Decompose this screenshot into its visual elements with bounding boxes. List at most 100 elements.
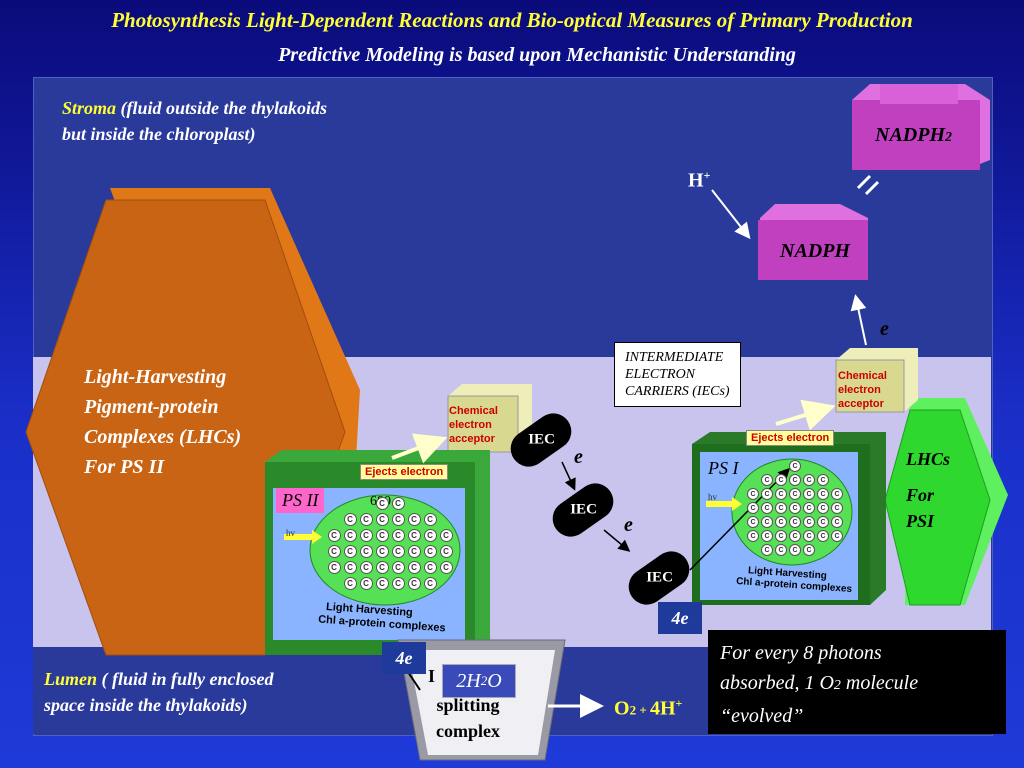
- chlorophyll-dot: C: [407, 528, 421, 542]
- product-h: 4H: [649, 697, 676, 720]
- chlorophyll-dot: C: [803, 516, 815, 528]
- stroma-word: Stroma: [62, 98, 117, 118]
- chlorophyll-dot: C: [391, 512, 405, 526]
- chlorophyll-dot: C: [327, 560, 341, 574]
- iec-legend-line-1: INTERMEDIATE: [625, 350, 724, 365]
- chlorophyll-dot: C: [761, 474, 773, 486]
- ps2-ejects-electron: Ejects electron: [360, 464, 449, 480]
- ps2-hv-label: hv: [286, 528, 295, 538]
- chlorophyll-dot: C: [803, 502, 815, 514]
- chlorophyll-dot: C: [343, 560, 357, 574]
- lhc-ps1-hexagon: [884, 409, 991, 606]
- chlorophyll-dot: C: [423, 576, 437, 590]
- chem-ps2-line-2: electron: [449, 419, 492, 431]
- electron-label-top: e: [880, 318, 889, 340]
- chlorophyll-dot: C: [391, 528, 405, 542]
- chlorophyll-dot: C: [375, 544, 389, 558]
- ps2-eject-arrow: [391, 433, 448, 464]
- chlorophyll-dot: C: [407, 544, 421, 558]
- lhc-ps2-line-2: Pigment-protein: [84, 396, 219, 418]
- chlorophyll-dot: C: [439, 560, 453, 574]
- nadph2-sub: 2: [945, 130, 952, 145]
- chlorophyll-dot: C: [789, 530, 801, 542]
- stroma-desc-1: (fluid outside the thylakoids: [116, 98, 328, 118]
- chlorophyll-dot: C: [803, 544, 815, 556]
- lhc-ps1-line-3: PSI: [906, 511, 935, 531]
- product-h-sup: +: [675, 696, 683, 710]
- chlorophyll-dot: C: [803, 488, 815, 500]
- splitting-lead: I: [428, 666, 436, 686]
- chlorophyll-dot: C: [423, 528, 437, 542]
- ps1-hv-label: hv: [708, 492, 717, 502]
- chlorophyll-dot: C: [423, 512, 437, 526]
- chlorophyll-dot: C: [359, 560, 373, 574]
- chlorophyll-dot: C: [747, 516, 759, 528]
- chlorophyll-dot: C: [747, 530, 759, 542]
- chlorophyll-dot: C: [761, 516, 773, 528]
- chem-acceptor-ps1: [835, 359, 905, 413]
- note-line-1: For every 8 photons: [720, 642, 882, 664]
- lhc-ps2-line-1: Light-Harvesting: [84, 366, 227, 388]
- chlorophyll-dot: C: [817, 488, 829, 500]
- chlorophyll-dot: C: [359, 576, 373, 590]
- chlorophyll-dot: C: [789, 502, 801, 514]
- chem-acceptor-ps2: [447, 395, 519, 453]
- chlorophyll-dot: C: [775, 474, 787, 486]
- lhc-ps2-label: Light-Harvesting Pigment-protein Complex…: [84, 362, 241, 482]
- photon-note-box: For every 8 photons absorbed, 1 O2 molec…: [708, 630, 1006, 734]
- chlorophyll-dot: C: [775, 530, 787, 542]
- ps1-4e-badge: 4e: [658, 602, 702, 634]
- note-line-2-sub: 2: [833, 678, 841, 693]
- chlorophyll-dot: C: [817, 474, 829, 486]
- chlorophyll-dot: C: [789, 516, 801, 528]
- chlorophyll-dot: C: [831, 530, 843, 542]
- h-plus-label: H+: [688, 168, 710, 193]
- lumen-desc-2: space inside the thylakoids): [44, 695, 248, 715]
- chlorophyll-dot: C: [439, 528, 453, 542]
- chlorophyll-dot: C: [391, 576, 405, 590]
- chlorophyll-dot: C: [761, 502, 773, 514]
- chlorophyll-dot: C: [375, 512, 389, 526]
- chlorophyll-dot: C: [831, 502, 843, 514]
- nadph2-label: NADPH2: [875, 124, 952, 147]
- chlorophyll-dot: C: [375, 560, 389, 574]
- h-sup: +: [703, 168, 711, 182]
- lumen-label: Lumen ( fluid in fully enclosed space in…: [44, 666, 274, 718]
- nadph2-base: NADPH: [875, 124, 945, 146]
- splitting-complex-label: splitting complex: [420, 692, 516, 744]
- chlorophyll-dot: C: [747, 502, 759, 514]
- note-line-2-b: molecule: [840, 672, 919, 694]
- splitting-line-2: complex: [436, 721, 500, 741]
- chlorophyll-dot: C: [375, 496, 389, 510]
- chlorophyll-dot: C: [775, 544, 787, 556]
- chlorophyll-dot: C: [789, 460, 801, 472]
- product-o-sub: 2: [629, 702, 637, 718]
- lumen-desc-1: ( fluid in fully enclosed: [97, 669, 274, 689]
- product-o: O: [614, 697, 630, 720]
- product-plus: +: [636, 702, 650, 718]
- h-to-nadph-arrow: [711, 189, 751, 240]
- chlorophyll-dot: C: [817, 530, 829, 542]
- chem-ps2-line-3: acceptor: [449, 433, 495, 445]
- iec-3-label: IEC: [645, 569, 673, 586]
- lhc-ps1-line-2: For: [906, 485, 935, 505]
- note-line-2-a: absorbed, 1 O: [720, 672, 834, 694]
- electron-label-1: e: [574, 446, 583, 468]
- ps1-eject-arrow: [775, 399, 836, 431]
- chlorophyll-dot: C: [789, 474, 801, 486]
- nadph2-box: [852, 100, 980, 170]
- chlorophyll-dot: C: [761, 544, 773, 556]
- chlorophyll-dot: C: [817, 502, 829, 514]
- lhc-ps2-line-4: For PS II: [84, 456, 165, 478]
- chlorophyll-dot: C: [817, 516, 829, 528]
- slide-subtitle: Predictive Modeling is based upon Mechan…: [278, 44, 796, 66]
- chlorophyll-dot: C: [343, 576, 357, 590]
- chlorophyll-dot: C: [327, 544, 341, 558]
- chlorophyll-dot: C: [375, 528, 389, 542]
- chlorophyll-dot: C: [423, 560, 437, 574]
- iec-legend-line-2: ELECTRON: [625, 367, 696, 382]
- chlorophyll-dot: C: [407, 512, 421, 526]
- chem-ps1-line-1: Chemical: [838, 370, 887, 382]
- h-base: H: [688, 169, 704, 192]
- slide-title: Photosynthesis Light-Dependent Reactions…: [111, 8, 913, 32]
